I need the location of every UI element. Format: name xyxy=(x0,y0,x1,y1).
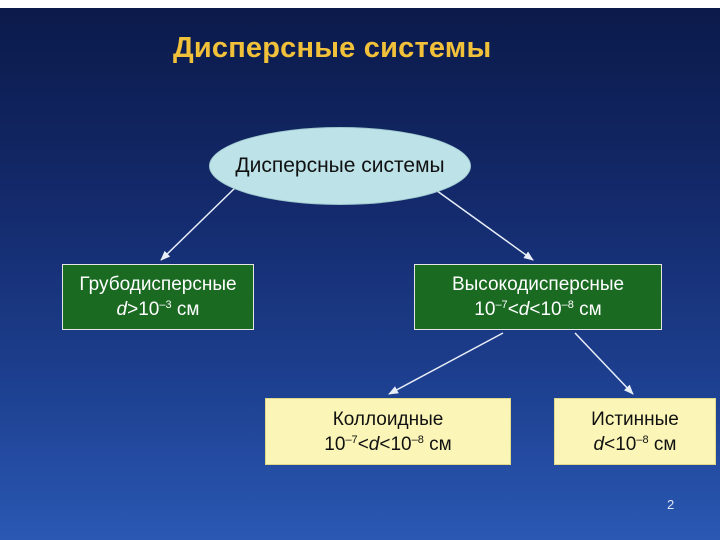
fine-var: d xyxy=(518,299,530,320)
true-var: d xyxy=(593,433,605,455)
true-node-name: Истинные xyxy=(591,408,679,430)
colloid-var: d xyxy=(368,433,380,455)
highly-dispersed-node: Высокодисперсные 10–7<d<10–8 см xyxy=(414,264,662,330)
colloid-c1-base: 10 xyxy=(324,433,346,455)
fine-c1-base: 10 xyxy=(474,299,496,320)
arrow-fine-to-true xyxy=(574,332,634,395)
fine-node-name: Высокодисперсные xyxy=(451,274,625,295)
arrow-root-to-fine xyxy=(432,187,534,261)
fine-node-condition: 10–7<d<10–8 см xyxy=(474,297,601,322)
root-node-label: Дисперсные системы xyxy=(235,154,445,177)
page-number: 2 xyxy=(667,497,675,512)
colloid-c2-exp: –8 xyxy=(411,433,424,446)
coarse-node-condition: d>10–3 см xyxy=(117,297,200,322)
slide-background: Дисперсные системы Дисперсные системы Гр… xyxy=(0,8,720,540)
root-node-ellipse: Дисперсные системы xyxy=(209,127,471,205)
true-solutions-node: Истинные d<10–8 см xyxy=(554,398,716,465)
true-c2-exp: –8 xyxy=(636,433,649,446)
true-node-condition: d<10–8 см xyxy=(594,432,677,457)
colloid-unit: см xyxy=(423,433,452,455)
fine-c2-exp: –8 xyxy=(561,299,574,311)
slide-title: Дисперсные системы xyxy=(173,32,492,64)
colloid-node: Коллоидные 10–7<d<10–8 см xyxy=(265,398,511,465)
colloid-c1-lt: < xyxy=(357,433,369,455)
fine-c1-exp: –7 xyxy=(495,299,508,311)
colloid-c2: <10 xyxy=(379,433,412,455)
coarse-dispersed-node: Грубодисперсные d>10–3 см xyxy=(62,264,254,330)
coarse-var: d xyxy=(116,299,128,320)
fine-unit: см xyxy=(573,299,602,320)
true-c2: <10 xyxy=(604,433,637,455)
coarse-op: >10 xyxy=(127,299,160,320)
colloid-node-name: Коллоидные xyxy=(332,408,444,430)
coarse-unit: см xyxy=(171,299,200,320)
true-unit: см xyxy=(648,433,677,455)
arrow-root-to-coarse xyxy=(160,185,238,261)
fine-c1-lt: < xyxy=(507,299,519,320)
fine-c2: <10 xyxy=(529,299,562,320)
arrow-fine-to-colloid xyxy=(388,332,504,395)
colloid-c1-exp: –7 xyxy=(345,433,358,446)
coarse-node-name: Грубодисперсные xyxy=(79,274,237,295)
diagram-connectors xyxy=(160,185,634,395)
colloid-node-condition: 10–7<d<10–8 см xyxy=(324,432,451,457)
coarse-exp: –3 xyxy=(159,299,172,311)
